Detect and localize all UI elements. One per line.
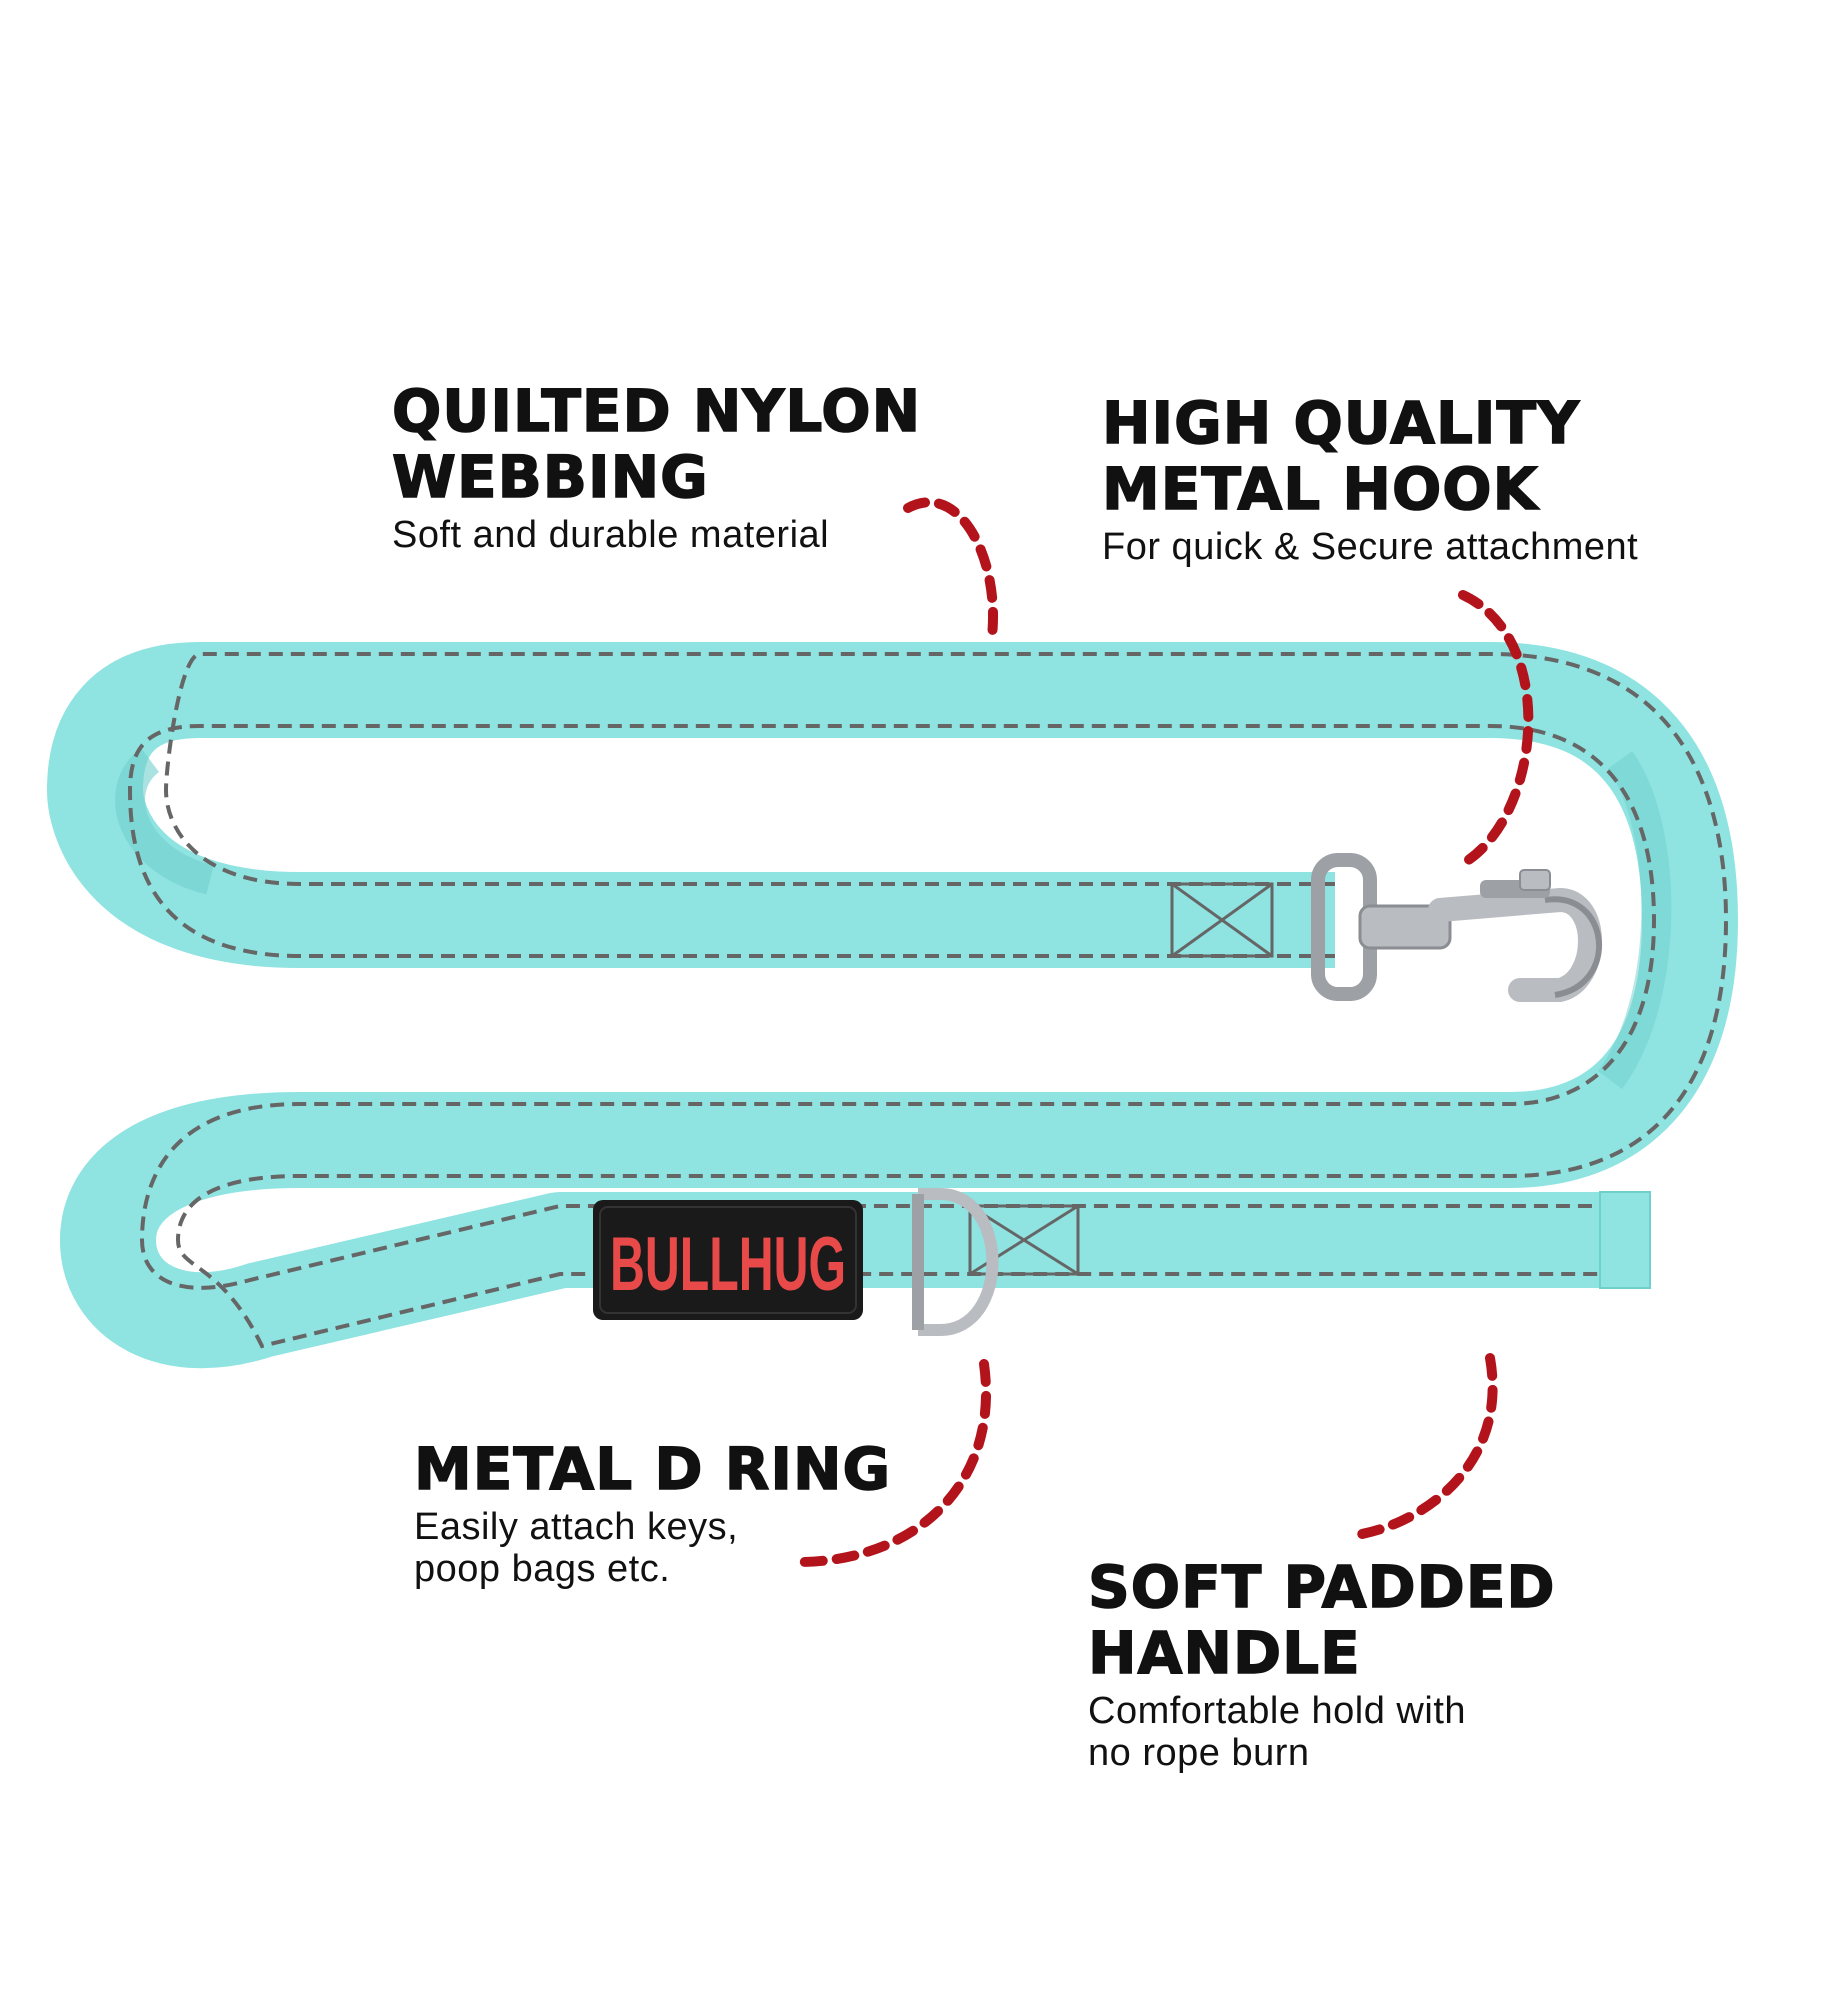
feature-title: SOFT PADDED — [1087, 1553, 1556, 1621]
leash-stitch-inner — [163, 652, 1729, 1349]
brand-logo-text: BULLHUG — [610, 1222, 846, 1307]
leash-band — [47, 642, 1738, 1369]
feature-description: Soft and durable material — [392, 514, 830, 556]
callout-dring — [797, 1359, 991, 1567]
feature-title-line2: WEBBING — [391, 443, 709, 511]
callout-lines — [797, 497, 1534, 1567]
handle-end — [1599, 1191, 1651, 1289]
callout-webbing — [903, 497, 998, 641]
leash-webbing — [47, 642, 1738, 1369]
leash-stitch-outer — [127, 724, 1657, 1290]
metal-hook-icon — [1311, 853, 1602, 1002]
feature-title: METAL D RING — [413, 1435, 892, 1503]
leash-fold-shade-2 — [1597, 751, 1672, 1089]
feature-description-line2: no rope burn — [1088, 1732, 1310, 1774]
feature-handle: SOFT PADDED HANDLE Comfortable hold with… — [1087, 1553, 1648, 1774]
brand-patch: BULLHUG — [593, 1200, 863, 1320]
feature-hook: HIGH QUALITY METAL HOOK For quick & Secu… — [1101, 389, 1722, 568]
feature-description: Easily attach keys, — [414, 1506, 739, 1548]
d-ring-icon — [912, 1188, 999, 1336]
feature-title: QUILTED NYLON — [391, 377, 922, 445]
callout-handle — [1357, 1353, 1498, 1539]
box-x-stitch-hook — [1170, 882, 1274, 958]
feature-description: For quick & Secure attachment — [1102, 526, 1639, 568]
leash-fold-shade — [115, 748, 215, 895]
feature-description-line2: poop bags etc. — [414, 1548, 671, 1590]
feature-title-line2: HANDLE — [1087, 1619, 1361, 1687]
feature-title: HIGH QUALITY — [1101, 389, 1581, 457]
feature-d-ring: METAL D RING Easily attach keys, poop ba… — [413, 1435, 974, 1590]
feature-description: Comfortable hold with — [1088, 1690, 1467, 1732]
feature-title-line2: METAL HOOK — [1101, 455, 1539, 523]
feature-webbing: QUILTED NYLON WEBBING Soft and durable m… — [391, 377, 952, 556]
callout-hook — [1457, 590, 1534, 869]
